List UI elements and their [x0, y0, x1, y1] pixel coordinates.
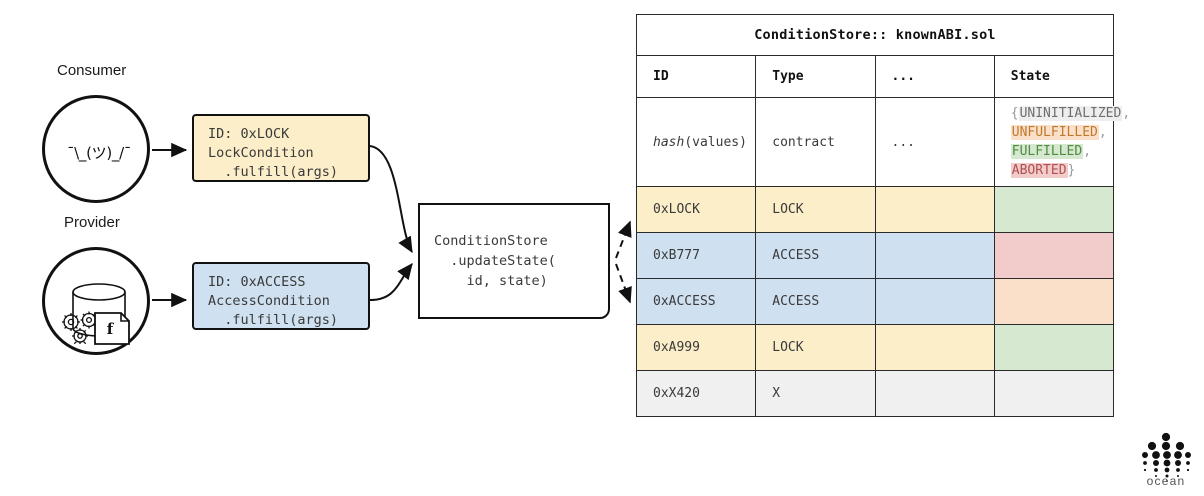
state-uninitialized: UNINITIALIZED: [1018, 106, 1123, 121]
table-row[interactable]: 0xLOCK LOCK: [635, 186, 1115, 233]
consumer-label: Consumer: [57, 62, 127, 79]
lock-condition-box: ID: 0xLOCK LockCondition .fulfill(args): [192, 114, 370, 182]
arrow-store-to-access-row: [615, 263, 632, 304]
table-title: ConditionStore:: knownABI.sol: [636, 14, 1114, 56]
cell-id: 0xLOCK: [635, 186, 757, 233]
svg-text:f: f: [107, 320, 115, 338]
lock-condition-line1: ID: 0xLOCK: [208, 126, 290, 142]
state-open-brace: {: [1010, 106, 1019, 121]
cell-type: ACCESS: [755, 278, 876, 325]
state-aborted: ABORTED: [1010, 163, 1068, 178]
provider-label: Provider: [64, 214, 120, 231]
cell-id: 0xB777: [635, 232, 757, 279]
state-close-brace: }: [1067, 163, 1076, 178]
condition-store-table: ConditionStore:: knownABI.sol ID Type ..…: [635, 14, 1130, 417]
arrow-access-to-store: [369, 263, 413, 301]
provider-avatar: f: [42, 247, 150, 355]
cell-prototype-type: contract: [755, 97, 876, 187]
prototype-hash-args: (values): [684, 134, 747, 150]
table-header-row: ID Type ... State: [635, 55, 1115, 98]
condition-store-box: ConditionStore .updateState( id, state): [418, 203, 610, 319]
cell-prototype-id: hash(values): [635, 97, 757, 187]
access-condition-line1: ID: 0xACCESS: [208, 274, 306, 290]
table-row[interactable]: 0xB777 ACCESS: [635, 232, 1115, 279]
cell-ellipsis: [874, 370, 995, 417]
access-condition-box: ID: 0xACCESS AccessCondition .fulfill(ar…: [192, 262, 370, 330]
lock-condition-line3: .fulfill(args): [208, 164, 339, 180]
ocean-wordmark: ocean: [1146, 474, 1186, 488]
cell-ellipsis: [874, 186, 995, 233]
table-row[interactable]: 0xACCESS ACCESS: [635, 278, 1115, 325]
column-header-state: State: [993, 55, 1115, 98]
state-unfulfilled: UNFULFILLED: [1010, 125, 1099, 140]
cell-ellipsis: [874, 324, 995, 371]
table-row[interactable]: 0xA999 LOCK: [635, 324, 1115, 371]
state-enum-list: {UNINITIALIZED, UNFULFILLED, FULFILLED, …: [1010, 104, 1130, 180]
cell-state: [993, 278, 1115, 325]
prototype-hash-fn: hash: [653, 134, 685, 150]
cell-id: 0xA999: [635, 324, 757, 371]
cell-prototype-dots: ...: [874, 97, 995, 187]
state-comma-3: ,: [1083, 144, 1092, 159]
cell-ellipsis: [874, 278, 995, 325]
arrow-lock-to-store: [369, 145, 413, 254]
cell-id: 0xX420: [635, 370, 757, 417]
condition-store-line1: ConditionStore: [434, 233, 548, 249]
shrug-icon: ¯\_(ツ)_/¯: [66, 143, 132, 162]
cell-type: LOCK: [755, 186, 876, 233]
access-condition-line2: AccessCondition: [208, 293, 330, 309]
state-comma-2: ,: [1098, 125, 1107, 140]
cell-type: LOCK: [755, 324, 876, 371]
table-row-prototype: hash(values) contract ... {UNINITIALIZED…: [635, 97, 1130, 187]
table-title-row: ConditionStore:: knownABI.sol: [636, 14, 1114, 56]
ocean-logo-icon: [1142, 432, 1191, 482]
lock-condition-line2: LockCondition: [208, 145, 314, 161]
access-condition-line3: .fulfill(args): [208, 312, 339, 328]
column-header-id: ID: [635, 55, 757, 98]
arrow-store-to-lock-row: [615, 220, 632, 259]
table-row[interactable]: 0xX420 X: [635, 370, 1115, 417]
cell-ellipsis: [874, 232, 995, 279]
cell-state: [993, 232, 1115, 279]
cell-state: [993, 324, 1115, 371]
column-header-ellipsis: ...: [874, 55, 995, 98]
cell-state: [993, 186, 1115, 233]
cell-id: 0xACCESS: [635, 278, 757, 325]
provider-infrastructure-icon: f: [62, 283, 130, 345]
condition-store-line2: .updateState(: [434, 253, 556, 269]
condition-store-line3: id, state): [434, 273, 548, 289]
state-fulfilled: FULFILLED: [1010, 144, 1084, 159]
cell-type: ACCESS: [755, 232, 876, 279]
cell-prototype-state: {UNINITIALIZED, UNFULFILLED, FULFILLED, …: [993, 97, 1130, 187]
consumer-avatar: ¯\_(ツ)_/¯: [42, 95, 150, 203]
cell-type: X: [755, 370, 876, 417]
column-header-type: Type: [755, 55, 876, 98]
cell-state: [993, 370, 1115, 417]
state-comma-1: ,: [1122, 106, 1131, 121]
